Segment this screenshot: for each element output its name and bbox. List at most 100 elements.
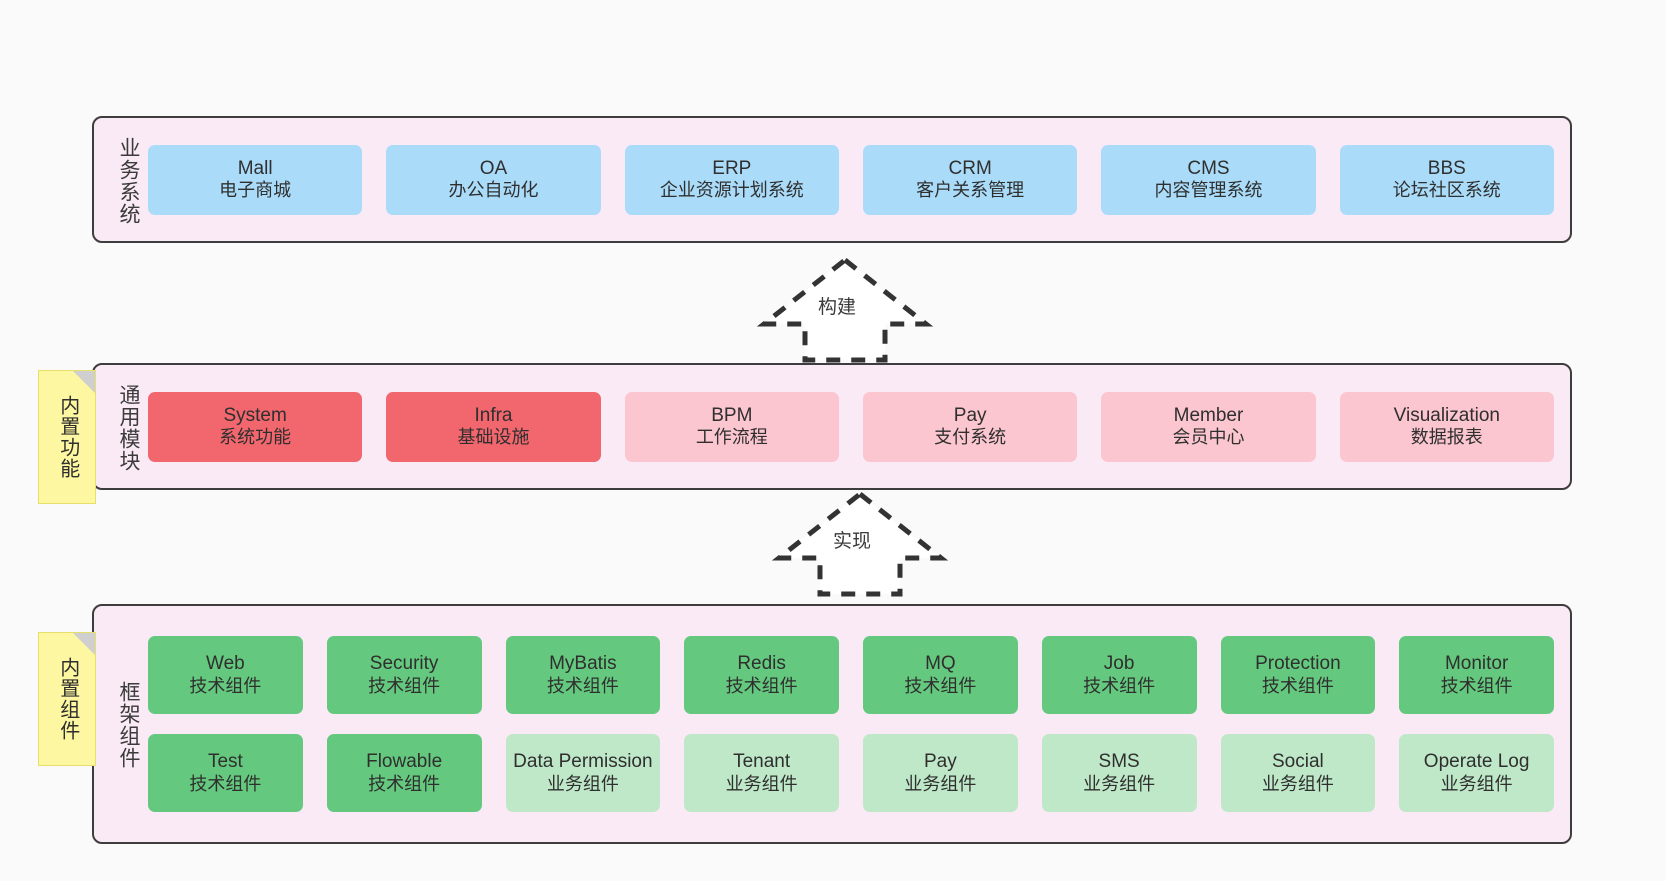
node-title: Visualization — [1393, 404, 1500, 426]
node-subtitle: 技术组件 — [1440, 675, 1513, 696]
node-title: CRM — [948, 157, 992, 179]
node-subtitle: 客户关系管理 — [916, 180, 1025, 201]
node-title: Data Permission — [513, 751, 653, 773]
layer-framework-components: 框架组件 Web 技术组件 Security 技术组件 MyBatis 技术组件… — [92, 604, 1572, 844]
layer-row: System 系统功能 Infra 基础设施 BPM 工作流程 Pay 支付系统… — [148, 391, 1554, 462]
node-subtitle: 会员中心 — [1172, 427, 1245, 448]
node-member[interactable]: Member 会员中心 — [1101, 391, 1316, 462]
node-subtitle: 基础设施 — [457, 427, 530, 448]
layer-common-modules: 通用模块 System 系统功能 Infra 基础设施 BPM 工作流程 Pay… — [92, 363, 1572, 490]
node-title: ERP — [712, 157, 752, 179]
node-visualization[interactable]: Visualization 数据报表 — [1339, 391, 1554, 462]
node-title: Infra — [474, 404, 513, 426]
implement-arrow: 实现 — [771, 490, 949, 598]
node-oa[interactable]: OA 办公自动化 — [386, 144, 601, 215]
node-title: BPM — [711, 404, 753, 426]
node-infra[interactable]: Infra 基础设施 — [386, 391, 601, 462]
node-system[interactable]: System 系统功能 — [148, 391, 363, 462]
node-subtitle: 技术组件 — [1261, 675, 1334, 696]
node-subtitle: 技术组件 — [368, 773, 441, 794]
node-title: Tenant — [733, 751, 791, 773]
node-subtitle: 业务组件 — [725, 773, 798, 794]
node-title: Flowable — [366, 751, 443, 773]
node-title: Member — [1173, 404, 1244, 426]
node-redis[interactable]: Redis 技术组件 — [684, 636, 839, 714]
node-title: Redis — [737, 653, 786, 675]
node-security[interactable]: Security 技术组件 — [326, 636, 482, 714]
node-crm[interactable]: CRM 客户关系管理 — [862, 144, 1078, 215]
node-title: OA — [479, 157, 508, 179]
layer-title-business: 业务系统 — [117, 136, 140, 225]
node-title: Mall — [237, 157, 273, 179]
node-subtitle: 技术组件 — [368, 675, 441, 696]
node-data-permission[interactable]: Data Permission 业务组件 — [505, 734, 661, 812]
node-subtitle: 技术组件 — [725, 675, 798, 696]
layer-title-common: 通用模块 — [117, 383, 140, 472]
node-title: SMS — [1098, 751, 1140, 773]
node-subtitle: 技术组件 — [189, 773, 262, 794]
node-subtitle: 技术组件 — [189, 675, 262, 696]
node-operate-log[interactable]: Operate Log 业务组件 — [1399, 734, 1554, 812]
layer-row: Mall 电子商城 OA 办公自动化 ERP 企业资源计划系统 CRM 客户关系… — [148, 144, 1554, 215]
node-sms[interactable]: SMS 业务组件 — [1041, 734, 1197, 812]
node-subtitle: 内容管理系统 — [1154, 180, 1263, 201]
note-label: 内置组件 — [56, 657, 79, 741]
node-tenant[interactable]: Tenant 业务组件 — [684, 734, 839, 812]
node-subtitle: 企业资源计划系统 — [659, 180, 804, 201]
node-job[interactable]: Job 技术组件 — [1041, 636, 1197, 714]
node-subtitle: 业务组件 — [1083, 773, 1156, 794]
node-title: Pay — [953, 404, 987, 426]
node-pay-component[interactable]: Pay 业务组件 — [863, 734, 1018, 812]
layer-body-framework: Web 技术组件 Security 技术组件 MyBatis 技术组件 Redi… — [140, 606, 1570, 842]
node-subtitle: 业务组件 — [1261, 773, 1334, 794]
layer-body-business: Mall 电子商城 OA 办公自动化 ERP 企业资源计划系统 CRM 客户关系… — [140, 118, 1570, 241]
node-pay[interactable]: Pay 支付系统 — [862, 391, 1078, 462]
layer-body-common: System 系统功能 Infra 基础设施 BPM 工作流程 Pay 支付系统… — [140, 365, 1570, 488]
note-label: 内置功能 — [56, 395, 79, 479]
node-subtitle: 业务组件 — [1440, 773, 1513, 794]
node-title: Operate Log — [1423, 751, 1530, 773]
layer-row: Web 技术组件 Security 技术组件 MyBatis 技术组件 Redi… — [148, 636, 1554, 714]
layer-business-systems: 业务系统 Mall 电子商城 OA 办公自动化 ERP 企业资源计划系统 CRM… — [92, 116, 1572, 243]
node-subtitle: 电子商城 — [219, 180, 292, 201]
node-web[interactable]: Web 技术组件 — [148, 636, 303, 714]
node-flowable[interactable]: Flowable 技术组件 — [326, 734, 482, 812]
layer-title-framework: 框架组件 — [117, 681, 140, 769]
node-title: Web — [206, 653, 245, 675]
node-title: BBS — [1427, 157, 1466, 179]
node-social[interactable]: Social 业务组件 — [1220, 734, 1376, 812]
node-mybatis[interactable]: MyBatis 技术组件 — [505, 636, 661, 714]
node-protection[interactable]: Protection 技术组件 — [1220, 636, 1376, 714]
node-monitor[interactable]: Monitor 技术组件 — [1399, 636, 1554, 714]
build-arrow-label: 构建 — [818, 297, 857, 318]
note-built-in-component[interactable]: 内置组件 — [38, 632, 96, 766]
node-title: System — [223, 404, 287, 426]
node-subtitle: 业务组件 — [546, 773, 619, 794]
node-title: Job — [1103, 653, 1135, 675]
node-title: Pay — [924, 751, 957, 773]
node-test[interactable]: Test 技术组件 — [148, 734, 303, 812]
node-mq[interactable]: MQ 技术组件 — [863, 636, 1018, 714]
node-title: Test — [207, 751, 243, 773]
node-subtitle: 办公自动化 — [448, 180, 539, 201]
node-erp[interactable]: ERP 企业资源计划系统 — [624, 144, 839, 215]
node-title: Monitor — [1444, 653, 1509, 675]
node-title: Protection — [1255, 653, 1341, 675]
build-arrow: 构建 — [756, 256, 934, 364]
node-bbs[interactable]: BBS 论坛社区系统 — [1339, 144, 1554, 215]
node-subtitle: 论坛社区系统 — [1392, 180, 1501, 201]
node-subtitle: 工作流程 — [695, 427, 768, 448]
node-title: Social — [1272, 751, 1324, 773]
node-cms[interactable]: CMS 内容管理系统 — [1101, 144, 1316, 215]
node-title: Security — [369, 653, 439, 675]
node-subtitle: 支付系统 — [934, 427, 1007, 448]
layer-row: Test 技术组件 Flowable 技术组件 Data Permission … — [148, 734, 1554, 812]
node-subtitle: 技术组件 — [1083, 675, 1156, 696]
node-title: CMS — [1187, 157, 1230, 179]
node-mall[interactable]: Mall 电子商城 — [148, 144, 363, 215]
note-built-in-function[interactable]: 内置功能 — [38, 370, 96, 504]
node-subtitle: 系统功能 — [219, 427, 292, 448]
node-bpm[interactable]: BPM 工作流程 — [624, 391, 839, 462]
node-subtitle: 数据报表 — [1410, 427, 1483, 448]
